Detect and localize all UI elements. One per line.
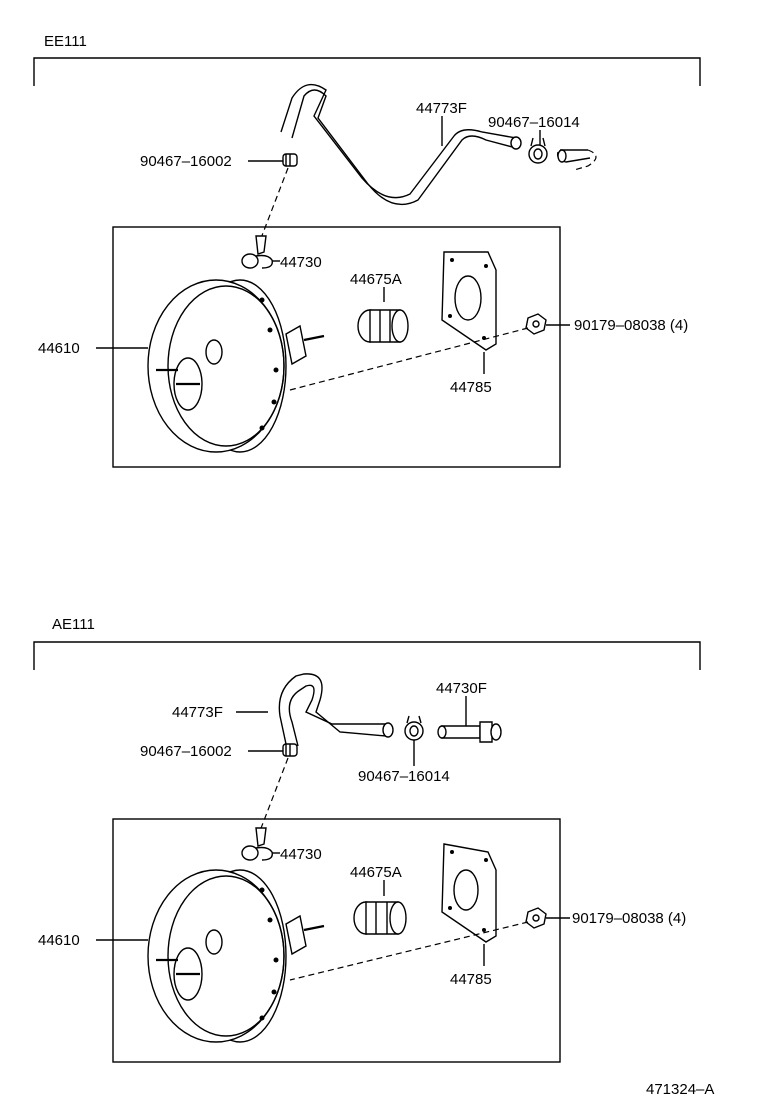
label-nut: 90179–08038 (4) <box>574 317 688 334</box>
assembly-dashed-line <box>257 167 289 247</box>
label-boot: 44675A <box>350 864 402 881</box>
assembly-frame <box>112 226 561 468</box>
hose-clip-right <box>404 715 424 741</box>
label-check-valve: 44730 <box>280 254 322 271</box>
label-pipe: 44773F <box>172 704 223 721</box>
nut-dashed-line <box>289 327 529 391</box>
brake-booster <box>147 279 325 453</box>
figure-id: 471324–A <box>646 1081 714 1098</box>
label-union: 44730F <box>436 680 487 697</box>
section-ee111: EE111 90467–16002 4 <box>33 33 701 468</box>
hose-end-fitting <box>556 149 597 171</box>
label-booster: 44610 <box>38 932 80 949</box>
label-clip-right: 90467–16014 <box>488 114 580 131</box>
model-label-ae111: AE111 <box>52 616 95 633</box>
section-ae111: AE111 44773 <box>33 616 701 1063</box>
check-valve <box>241 827 273 861</box>
label-clip-left: 90467–16002 <box>140 153 232 170</box>
model-label-ee111: EE111 <box>44 33 87 50</box>
vacuum-hose-pipe <box>278 673 394 747</box>
label-clip-left: 90467–16002 <box>140 743 232 760</box>
union-fitting <box>437 721 502 743</box>
pushrod-boot <box>353 901 407 935</box>
pushrod-boot <box>357 309 409 343</box>
section-bracket <box>33 641 701 670</box>
hose-clip-right <box>528 137 548 164</box>
gasket-plate <box>441 843 497 943</box>
label-clip-right: 90467–16014 <box>358 768 450 785</box>
assembly-dashed-line <box>257 757 289 837</box>
brake-booster <box>147 869 325 1043</box>
section-bracket <box>33 57 701 86</box>
check-valve <box>241 235 273 269</box>
hose-clip-left <box>282 153 298 167</box>
mounting-nut <box>525 907 547 929</box>
label-boot: 44675A <box>350 271 402 288</box>
mounting-nut <box>525 313 547 335</box>
label-gasket: 44785 <box>450 379 492 396</box>
gasket-plate <box>441 251 497 351</box>
nut-dashed-line <box>289 921 529 981</box>
label-check-valve: 44730 <box>280 846 322 863</box>
vacuum-hose-pipe <box>280 83 522 206</box>
label-gasket: 44785 <box>450 971 492 988</box>
label-pipe: 44773F <box>416 100 467 117</box>
hose-clip-left <box>282 743 298 757</box>
label-nut: 90179–08038 (4) <box>572 910 686 927</box>
label-booster: 44610 <box>38 340 80 357</box>
